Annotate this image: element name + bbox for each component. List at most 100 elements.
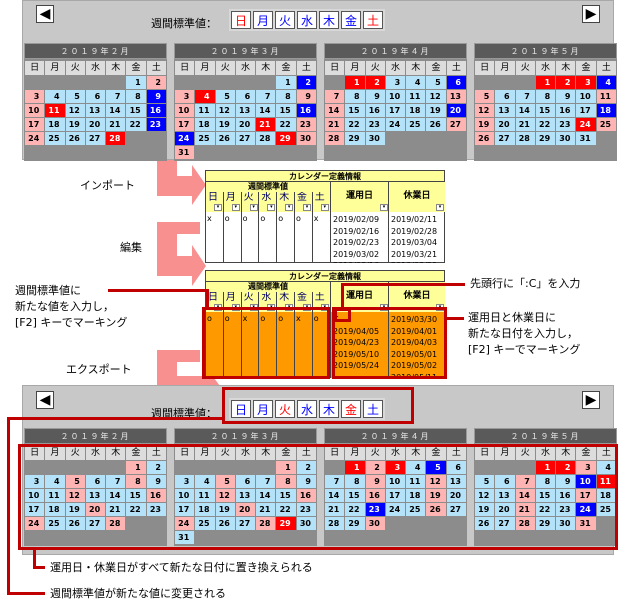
day-cell[interactable]: 17	[175, 503, 195, 516]
day-cell[interactable]: 21	[515, 503, 535, 516]
day-cell[interactable]: 2	[296, 461, 316, 474]
weekday-toggle-6[interactable]: 土	[363, 11, 383, 29]
day-cell[interactable]: 25	[45, 132, 65, 145]
day-cell[interactable]: 26	[65, 132, 85, 145]
day-cell[interactable]: 4	[406, 461, 426, 474]
operation-day-cell[interactable]: 2019/03/16	[333, 260, 386, 263]
day-cell[interactable]: 12	[65, 489, 85, 502]
day-cell[interactable]: 23	[556, 118, 576, 131]
day-cell[interactable]: 28	[325, 132, 345, 145]
day-cell[interactable]: 23	[296, 118, 316, 131]
day-cell[interactable]: 23	[365, 503, 385, 516]
day-cell[interactable]: 20	[446, 489, 466, 502]
day-cell[interactable]: 3	[576, 461, 596, 474]
day-cell[interactable]: 6	[85, 475, 106, 488]
day-cell[interactable]: 24	[576, 118, 596, 131]
weekly-value-cell[interactable]: x	[313, 212, 331, 263]
day-cell[interactable]: 19	[65, 503, 85, 516]
day-cell[interactable]: 10	[385, 475, 406, 488]
day-cell[interactable]: 7	[325, 90, 345, 103]
day-cell[interactable]: 25	[195, 517, 215, 530]
weekly-value-cell[interactable]: o	[259, 212, 278, 263]
day-cell[interactable]: 25	[45, 517, 65, 530]
day-cell[interactable]: 28	[256, 517, 276, 530]
day-cell[interactable]: 17	[576, 104, 596, 117]
day-cell[interactable]: 5	[475, 475, 495, 488]
weekday-toggle-4[interactable]: 木	[319, 400, 339, 418]
day-cell[interactable]: 31	[576, 132, 596, 145]
day-cell[interactable]: 12	[475, 489, 495, 502]
day-cell[interactable]: 8	[276, 475, 296, 488]
weekly-value-cell[interactable]: o	[312, 312, 331, 378]
day-cell[interactable]: 18	[45, 118, 65, 131]
filter-dropdown[interactable]: ▾	[303, 204, 311, 211]
day-cell[interactable]: 5	[215, 90, 235, 103]
day-cell[interactable]: 6	[446, 76, 466, 89]
day-cell[interactable]: 22	[276, 503, 296, 516]
day-cell[interactable]: 16	[146, 489, 166, 502]
day-cell[interactable]: 2	[146, 461, 166, 474]
day-cell[interactable]: 27	[85, 132, 106, 145]
day-cell[interactable]: 11	[406, 90, 426, 103]
filter-dropdown[interactable]: ▾	[267, 204, 276, 211]
day-cell[interactable]: 8	[126, 475, 146, 488]
weekly-value-cell[interactable]: o	[223, 312, 242, 378]
day-cell[interactable]: 14	[256, 489, 276, 502]
day-cell[interactable]: 10	[576, 475, 596, 488]
day-cell[interactable]: 22	[276, 118, 296, 131]
day-cell[interactable]: 17	[175, 118, 195, 131]
day-cell[interactable]: 19	[215, 503, 235, 516]
day-cell[interactable]: 1	[126, 461, 146, 474]
day-cell[interactable]: 6	[235, 90, 256, 103]
holiday-cell[interactable]: 2019/04/01	[391, 326, 438, 336]
weekly-value-cell[interactable]: o	[259, 312, 278, 378]
weekday-toggle-2[interactable]: 火	[275, 400, 295, 418]
day-cell[interactable]: 29	[535, 132, 556, 145]
weekday-toggle-3[interactable]: 水	[297, 11, 317, 29]
holiday-cell[interactable]: 2019/05/11	[391, 372, 438, 379]
day-cell[interactable]: 18	[195, 118, 215, 131]
day-cell[interactable]: 8	[126, 90, 146, 103]
day-cell[interactable]: 22	[535, 118, 556, 131]
day-cell[interactable]: 24	[385, 503, 406, 516]
day-cell[interactable]: 2	[296, 76, 316, 89]
day-cell[interactable]: 10	[385, 90, 406, 103]
day-cell[interactable]: 28	[515, 132, 535, 145]
day-cell[interactable]: 9	[296, 475, 316, 488]
day-cell[interactable]: 13	[85, 104, 106, 117]
day-cell[interactable]: 18	[195, 503, 215, 516]
day-cell[interactable]: 26	[215, 517, 235, 530]
holiday-cell[interactable]: 2019/05/01	[391, 349, 438, 359]
day-cell[interactable]: 11	[596, 90, 616, 103]
day-cell[interactable]: 14	[515, 104, 535, 117]
day-cell[interactable]: 3	[25, 90, 45, 103]
day-cell[interactable]: 1	[126, 76, 146, 89]
day-cell[interactable]: 22	[345, 118, 365, 131]
day-cell[interactable]: 13	[446, 90, 466, 103]
day-cell[interactable]: 18	[406, 104, 426, 117]
day-cell[interactable]: 2	[365, 461, 385, 474]
filter-dropdown[interactable]: ▾	[249, 204, 258, 211]
day-cell[interactable]: 28	[106, 517, 126, 530]
day-cell[interactable]: 26	[426, 118, 446, 131]
day-cell[interactable]: 30	[365, 517, 385, 530]
weekly-value-cell[interactable]: o	[277, 312, 295, 378]
day-cell[interactable]: 24	[25, 517, 45, 530]
day-cell[interactable]: 25	[406, 118, 426, 131]
holiday-cell[interactable]: 2019/03/04	[391, 238, 438, 247]
day-cell[interactable]: 12	[426, 475, 446, 488]
day-cell[interactable]: 7	[515, 475, 535, 488]
day-cell[interactable]: 1	[345, 461, 365, 474]
operation-day-cell[interactable]: 2019/05/10	[333, 349, 380, 359]
day-cell[interactable]: 25	[406, 503, 426, 516]
holiday-cell[interactable]: 2019/02/11	[391, 215, 438, 224]
day-cell[interactable]: 27	[446, 118, 466, 131]
day-cell[interactable]: 11	[406, 475, 426, 488]
day-cell[interactable]: 24	[175, 517, 195, 530]
day-cell[interactable]: 27	[446, 503, 466, 516]
day-cell[interactable]: 19	[65, 118, 85, 131]
day-cell[interactable]: 26	[215, 132, 235, 145]
day-cell[interactable]: 24	[576, 503, 596, 516]
weekly-value-cell[interactable]: o	[224, 212, 242, 263]
day-cell[interactable]: 30	[296, 132, 316, 145]
